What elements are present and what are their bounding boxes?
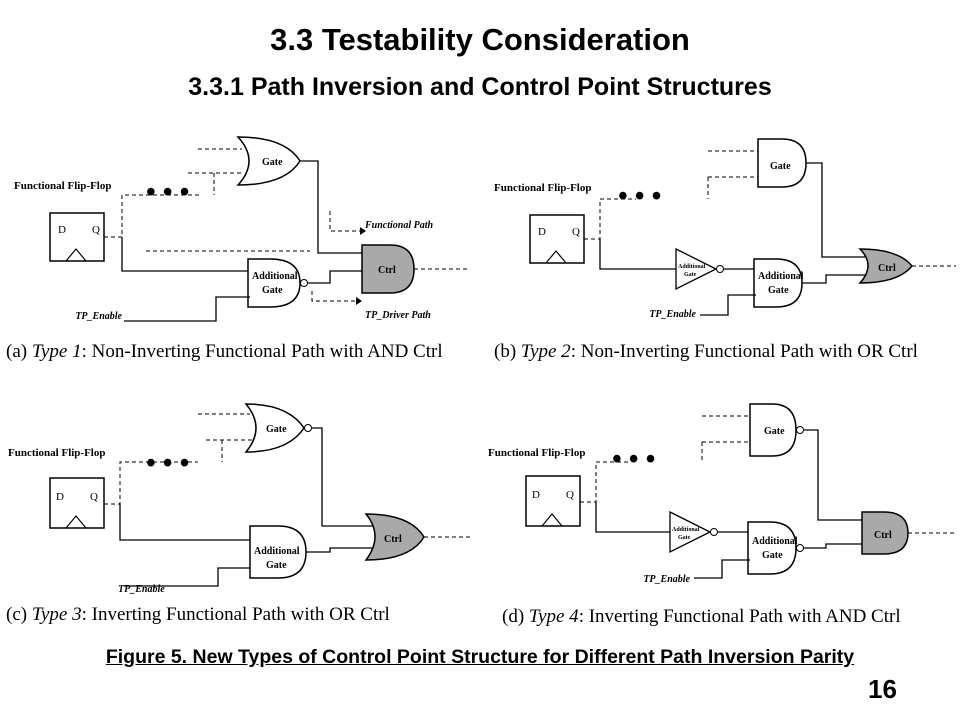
nand-gate <box>749 403 797 457</box>
figure-caption: Figure 5. New Types of Control Point Str… <box>105 646 855 668</box>
or-gate <box>236 136 301 186</box>
additional-gate <box>747 521 797 575</box>
additional-gate-word: Gate <box>768 285 789 296</box>
tp-enable-label: TP_Enable <box>118 584 165 595</box>
clock-marker <box>65 515 87 529</box>
additional-gate-label: Additional <box>252 271 298 282</box>
d-pin-label: D <box>56 491 64 503</box>
diagram-panel-a: Functional Flip-Flop D Q • • • Gate Func… <box>6 136 468 362</box>
gate-label: Gate <box>262 157 283 168</box>
flip-flop-label: Functional Flip-Flop <box>14 180 112 192</box>
d-pin-label: D <box>538 226 546 238</box>
clock-marker <box>541 513 563 527</box>
additional-gate-label: Additional <box>758 271 804 282</box>
flip-flop <box>49 212 105 262</box>
flip-flop-label: Functional Flip-Flop <box>488 447 586 459</box>
d-pin-label: D <box>532 489 540 501</box>
additional-gate <box>247 258 301 308</box>
ellipsis: • • • <box>612 444 655 475</box>
caption-a: (a) Type 1: Non-Inverting Functional Pat… <box>6 341 443 362</box>
gate-label: Gate <box>764 426 785 437</box>
q-pin-label: Q <box>90 491 98 503</box>
page-number: 16 <box>868 674 897 704</box>
inverter-gate <box>669 510 712 554</box>
gate-label: Gate <box>266 424 287 435</box>
caption-c: (c) Type 3: Inverting Functional Path wi… <box>6 604 390 625</box>
ellipsis: • • • <box>618 181 661 212</box>
flip-flop <box>525 475 581 527</box>
caption-b: (b) Type 2: Non-Inverting Functional Pat… <box>494 341 918 362</box>
gate-label: Gate <box>770 161 791 172</box>
ctrl-label: Ctrl <box>878 263 896 274</box>
q-pin-label: Q <box>92 224 100 236</box>
ctrl-gate <box>858 248 913 284</box>
inverter-label: Additional <box>678 264 706 270</box>
clock-marker <box>65 248 87 262</box>
ctrl-label: Ctrl <box>378 265 396 276</box>
additional-gate-word: Gate <box>262 285 283 296</box>
ctrl-gate <box>364 513 425 561</box>
slide-title: 3.3 Testability Consideration <box>270 22 690 57</box>
nor-gate <box>244 403 305 453</box>
inverter-gate <box>675 247 718 291</box>
additional-gate <box>753 258 803 308</box>
diagram-panel-b: Functional Flip-Flop D Q • • • Gate Addi… <box>494 138 956 362</box>
flip-flop <box>529 214 585 264</box>
caption-d: (d) Type 4: Inverting Functional Path wi… <box>502 606 901 627</box>
flip-flop <box>49 477 105 529</box>
tp-enable-label: TP_Enable <box>643 574 690 585</box>
additional-gate-word: Gate <box>762 550 783 561</box>
functional-path-label: Functional Path <box>364 220 434 231</box>
ellipsis: • • • <box>146 448 189 479</box>
slide-subtitle: 3.3.1 Path Inversion and Control Point S… <box>188 73 772 101</box>
additional-gate-label: Additional <box>254 546 300 557</box>
tp-driver-path-label: TP_Driver Path <box>365 310 431 321</box>
diagram-panel-d: Functional Flip-Flop D Q • • • Gate Addi… <box>488 403 956 627</box>
q-pin-label: Q <box>572 226 580 238</box>
d-pin-label: D <box>58 224 66 236</box>
additional-gate-label: Additional <box>752 536 798 547</box>
flip-flop-label: Functional Flip-Flop <box>8 447 106 459</box>
ellipsis: • • • <box>146 177 189 208</box>
clock-marker <box>545 250 567 264</box>
tp-enable-label: TP_Enable <box>75 311 122 322</box>
q-pin-label: Q <box>566 489 574 501</box>
ctrl-label: Ctrl <box>874 530 892 541</box>
diagram-panel-c: Functional Flip-Flop D Q • • • Gate Addi… <box>6 403 472 625</box>
flip-flop-label: Functional Flip-Flop <box>494 182 592 194</box>
inverter-gate-word: Gate <box>678 535 691 541</box>
inverter-label: Additional <box>672 527 700 533</box>
additional-gate-word: Gate <box>266 560 287 571</box>
tp-enable-label: TP_Enable <box>649 309 696 320</box>
ctrl-label: Ctrl <box>384 534 402 545</box>
inverter-gate-word: Gate <box>684 272 697 278</box>
